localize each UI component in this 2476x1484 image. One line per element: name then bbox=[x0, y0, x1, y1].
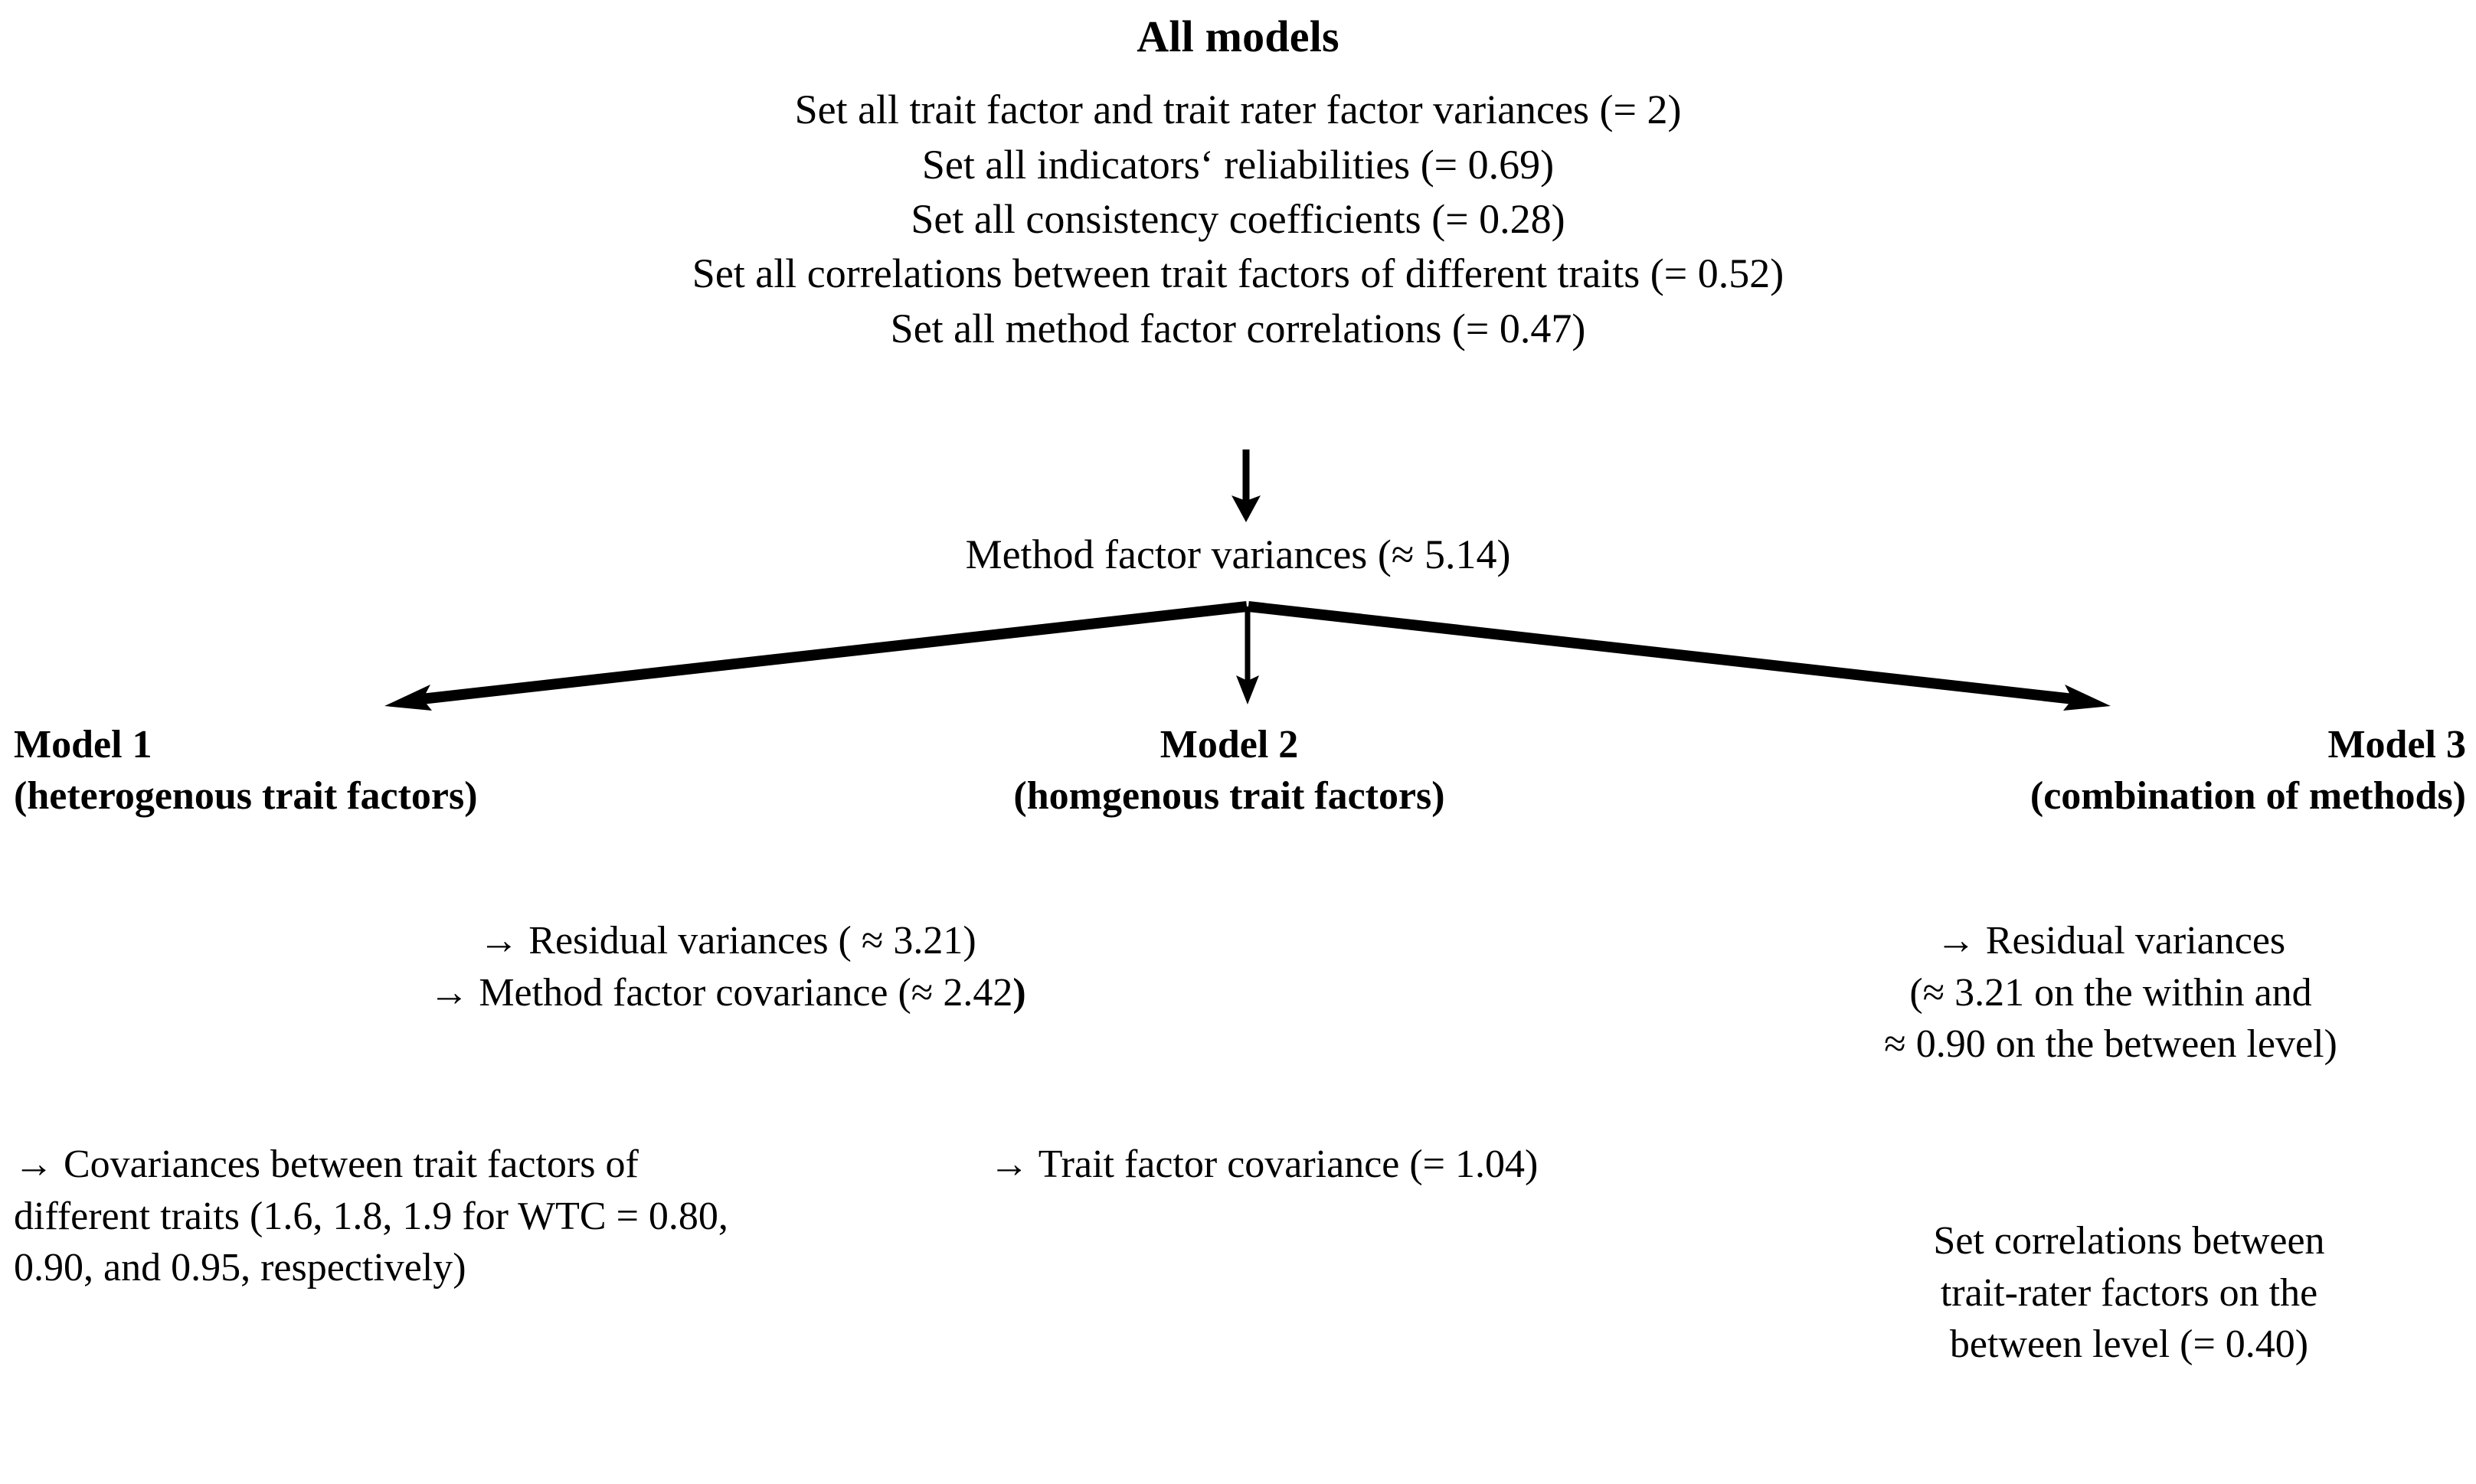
note-line: between level (= 0.40) bbox=[1949, 1322, 2309, 1367]
note-line: → Residual variances bbox=[1935, 919, 2286, 963]
method-factor-variances-label: Method factor variances (≈ 5.14) bbox=[965, 531, 1511, 577]
arrow-down-icon bbox=[1231, 449, 1261, 522]
model-3-name: Model 3 bbox=[2327, 723, 2466, 767]
model-3-header: Model 3 (combination of methods) bbox=[1708, 720, 2466, 822]
note-line: → Residual variances ( ≈ 3.21) bbox=[479, 919, 976, 963]
condition-line: Set all correlations between trait facto… bbox=[692, 250, 1784, 297]
model-2-subtitle: (homgenous trait factors) bbox=[1013, 773, 1445, 818]
arrow-down-left-icon bbox=[384, 601, 1248, 711]
arrow-down-icon bbox=[1236, 606, 1259, 704]
model-3-subtitle: (combination of methods) bbox=[2030, 773, 2466, 818]
model-1-name: Model 1 bbox=[14, 723, 152, 767]
model-1-subtitle: (heterogenous trait factors) bbox=[14, 773, 478, 818]
left-lower-notes: → Covariances between trait factors of d… bbox=[14, 1142, 728, 1290]
branch-arrow-group bbox=[384, 601, 2111, 711]
condition-line: Set all indicators‘ reliabilities (= 0.6… bbox=[921, 141, 1555, 188]
model-2-header: Model 2 (homgenous trait factors) bbox=[842, 720, 1616, 822]
page-title: All models bbox=[1137, 11, 1339, 61]
condition-line: Set all consistency coefficients (= 0.28… bbox=[911, 195, 1565, 242]
note-closing-paren: ) bbox=[1012, 970, 1026, 1015]
note-line: Set correlations between bbox=[1933, 1219, 2325, 1263]
note-line: trait-rater factors on the bbox=[1940, 1270, 2318, 1315]
condition-line: Set all trait factor and trait rater fac… bbox=[794, 87, 1682, 133]
note-line: ≈ 0.90 on the between level) bbox=[1884, 1022, 2337, 1067]
note-line: → Method factor covariance (≈ 2.42) bbox=[130, 967, 1325, 1019]
note-line: (≈ 3.21 on the within and bbox=[1909, 970, 2312, 1015]
all-models-block: All models Set all trait factor and trai… bbox=[0, 11, 2476, 356]
center-upper-notes: → Residual variances ( ≈ 3.21) → Method … bbox=[130, 915, 1325, 1018]
right-upper-notes: → Residual variances (≈ 3.21 on the with… bbox=[1743, 915, 2476, 1071]
right-lower-notes: Set correlations between trait-rater fac… bbox=[1784, 1215, 2474, 1371]
center-lower-notes: → Trait factor covariance (= 1.04) bbox=[989, 1142, 1539, 1186]
model-1-header: Model 1 (heterogenous trait factors) bbox=[14, 720, 803, 822]
arrow-down-right-icon bbox=[1248, 601, 2111, 711]
model-2-name: Model 2 bbox=[1160, 723, 1299, 767]
condition-line: Set all method factor correlations (= 0.… bbox=[890, 305, 1586, 351]
all-models-condition-list: Set all trait factor and trait rater fac… bbox=[0, 83, 2476, 355]
note-text: → Method factor covariance (≈ 2.42 bbox=[429, 970, 1013, 1015]
